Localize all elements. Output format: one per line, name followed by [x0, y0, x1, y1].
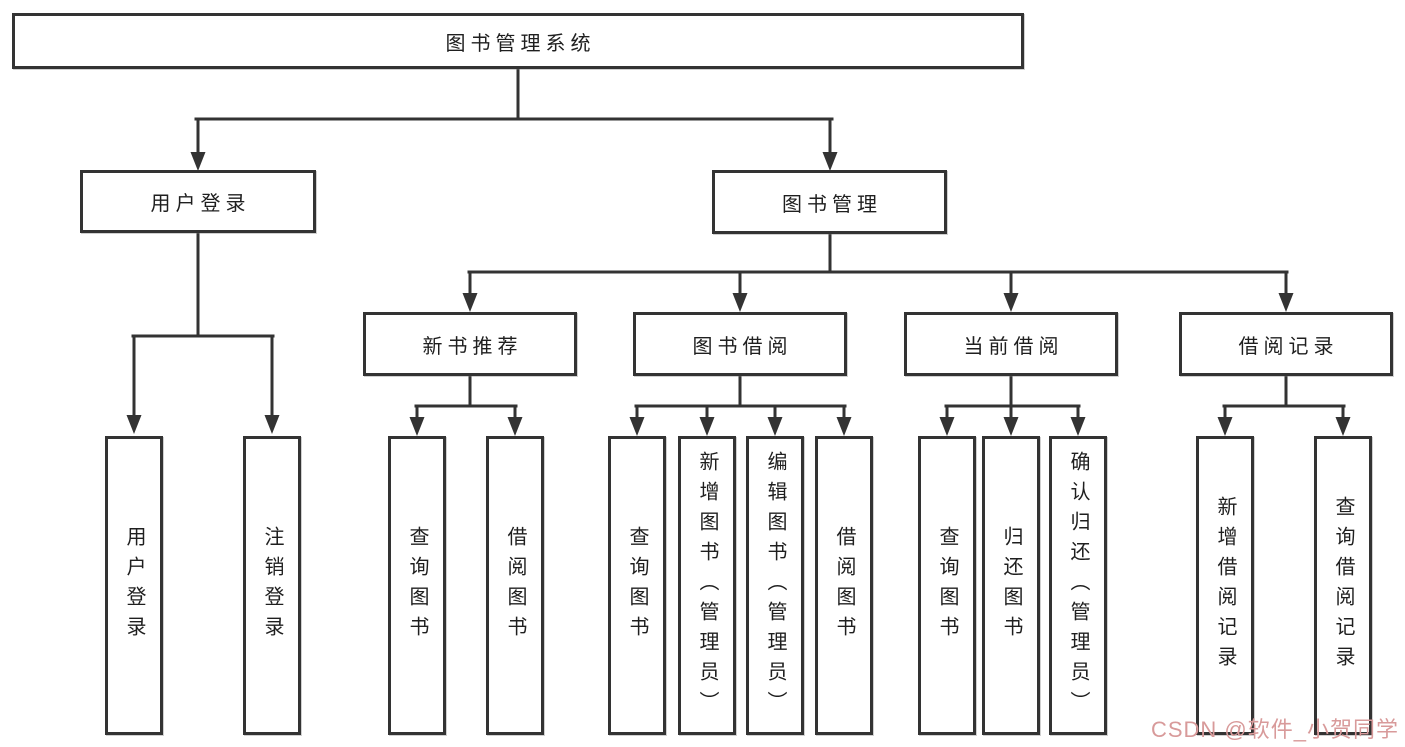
- node-book-management: 图书管理: [712, 170, 947, 234]
- leaf-add-books-admin: 新增图书（管理员）: [678, 436, 736, 735]
- leaf-borrow-books-recommend: 借阅图书: [486, 436, 544, 735]
- leaf-add-borrow-record-label: 新增借阅记录: [1214, 495, 1236, 676]
- leaf-logout-login-label: 注销登录: [261, 525, 283, 646]
- leaf-query-books-recommend: 查询图书: [388, 436, 446, 735]
- leaf-borrow-books-recommend-label: 借阅图书: [504, 525, 526, 646]
- leaf-edit-books-admin-label: 编辑图书（管理员）: [764, 450, 786, 721]
- leaf-borrow-books-borrowing-label: 借阅图书: [833, 525, 855, 646]
- node-book-borrowing: 图书借阅: [633, 312, 847, 376]
- watermark-text: CSDN @软件_小贺同学: [1150, 717, 1399, 742]
- arrowheads: [126, 152, 1351, 436]
- leaf-user-login: 用户登录: [105, 436, 163, 735]
- leaf-logout-login: 注销登录: [243, 436, 301, 735]
- node-book-management-system: 图书管理系统: [12, 13, 1024, 69]
- leaf-return-books: 归还图书: [982, 436, 1040, 735]
- leaf-edit-books-admin: 编辑图书（管理员）: [746, 436, 804, 735]
- tree-edges: [131, 67, 1346, 422]
- leaf-confirm-return-admin: 确认归还（管理员）: [1049, 436, 1107, 735]
- leaf-user-login-label: 用户登录: [123, 525, 145, 646]
- leaf-return-books-label: 归还图书: [1000, 525, 1022, 646]
- node-borrowing-records: 借阅记录: [1179, 312, 1393, 376]
- leaf-add-borrow-record: 新增借阅记录: [1196, 436, 1254, 735]
- leaf-borrow-books-borrowing: 借阅图书: [815, 436, 873, 735]
- leaf-add-books-admin-label: 新增图书（管理员）: [696, 450, 718, 721]
- leaf-query-books-borrowing-label: 查询图书: [626, 525, 648, 646]
- leaf-query-books-recommend-label: 查询图书: [406, 525, 428, 646]
- leaf-query-borrow-record-label: 查询借阅记录: [1332, 495, 1354, 676]
- leaf-query-books-borrowing: 查询图书: [608, 436, 666, 735]
- leaf-query-books-current: 查询图书: [918, 436, 976, 735]
- leaf-query-books-current-label: 查询图书: [936, 525, 958, 646]
- leaf-query-borrow-record: 查询借阅记录: [1314, 436, 1372, 735]
- leaf-confirm-return-admin-label: 确认归还（管理员）: [1067, 450, 1089, 721]
- node-new-book-recommend: 新书推荐: [363, 312, 577, 376]
- node-user-login: 用户登录: [80, 170, 316, 233]
- node-current-borrowing: 当前借阅: [904, 312, 1118, 376]
